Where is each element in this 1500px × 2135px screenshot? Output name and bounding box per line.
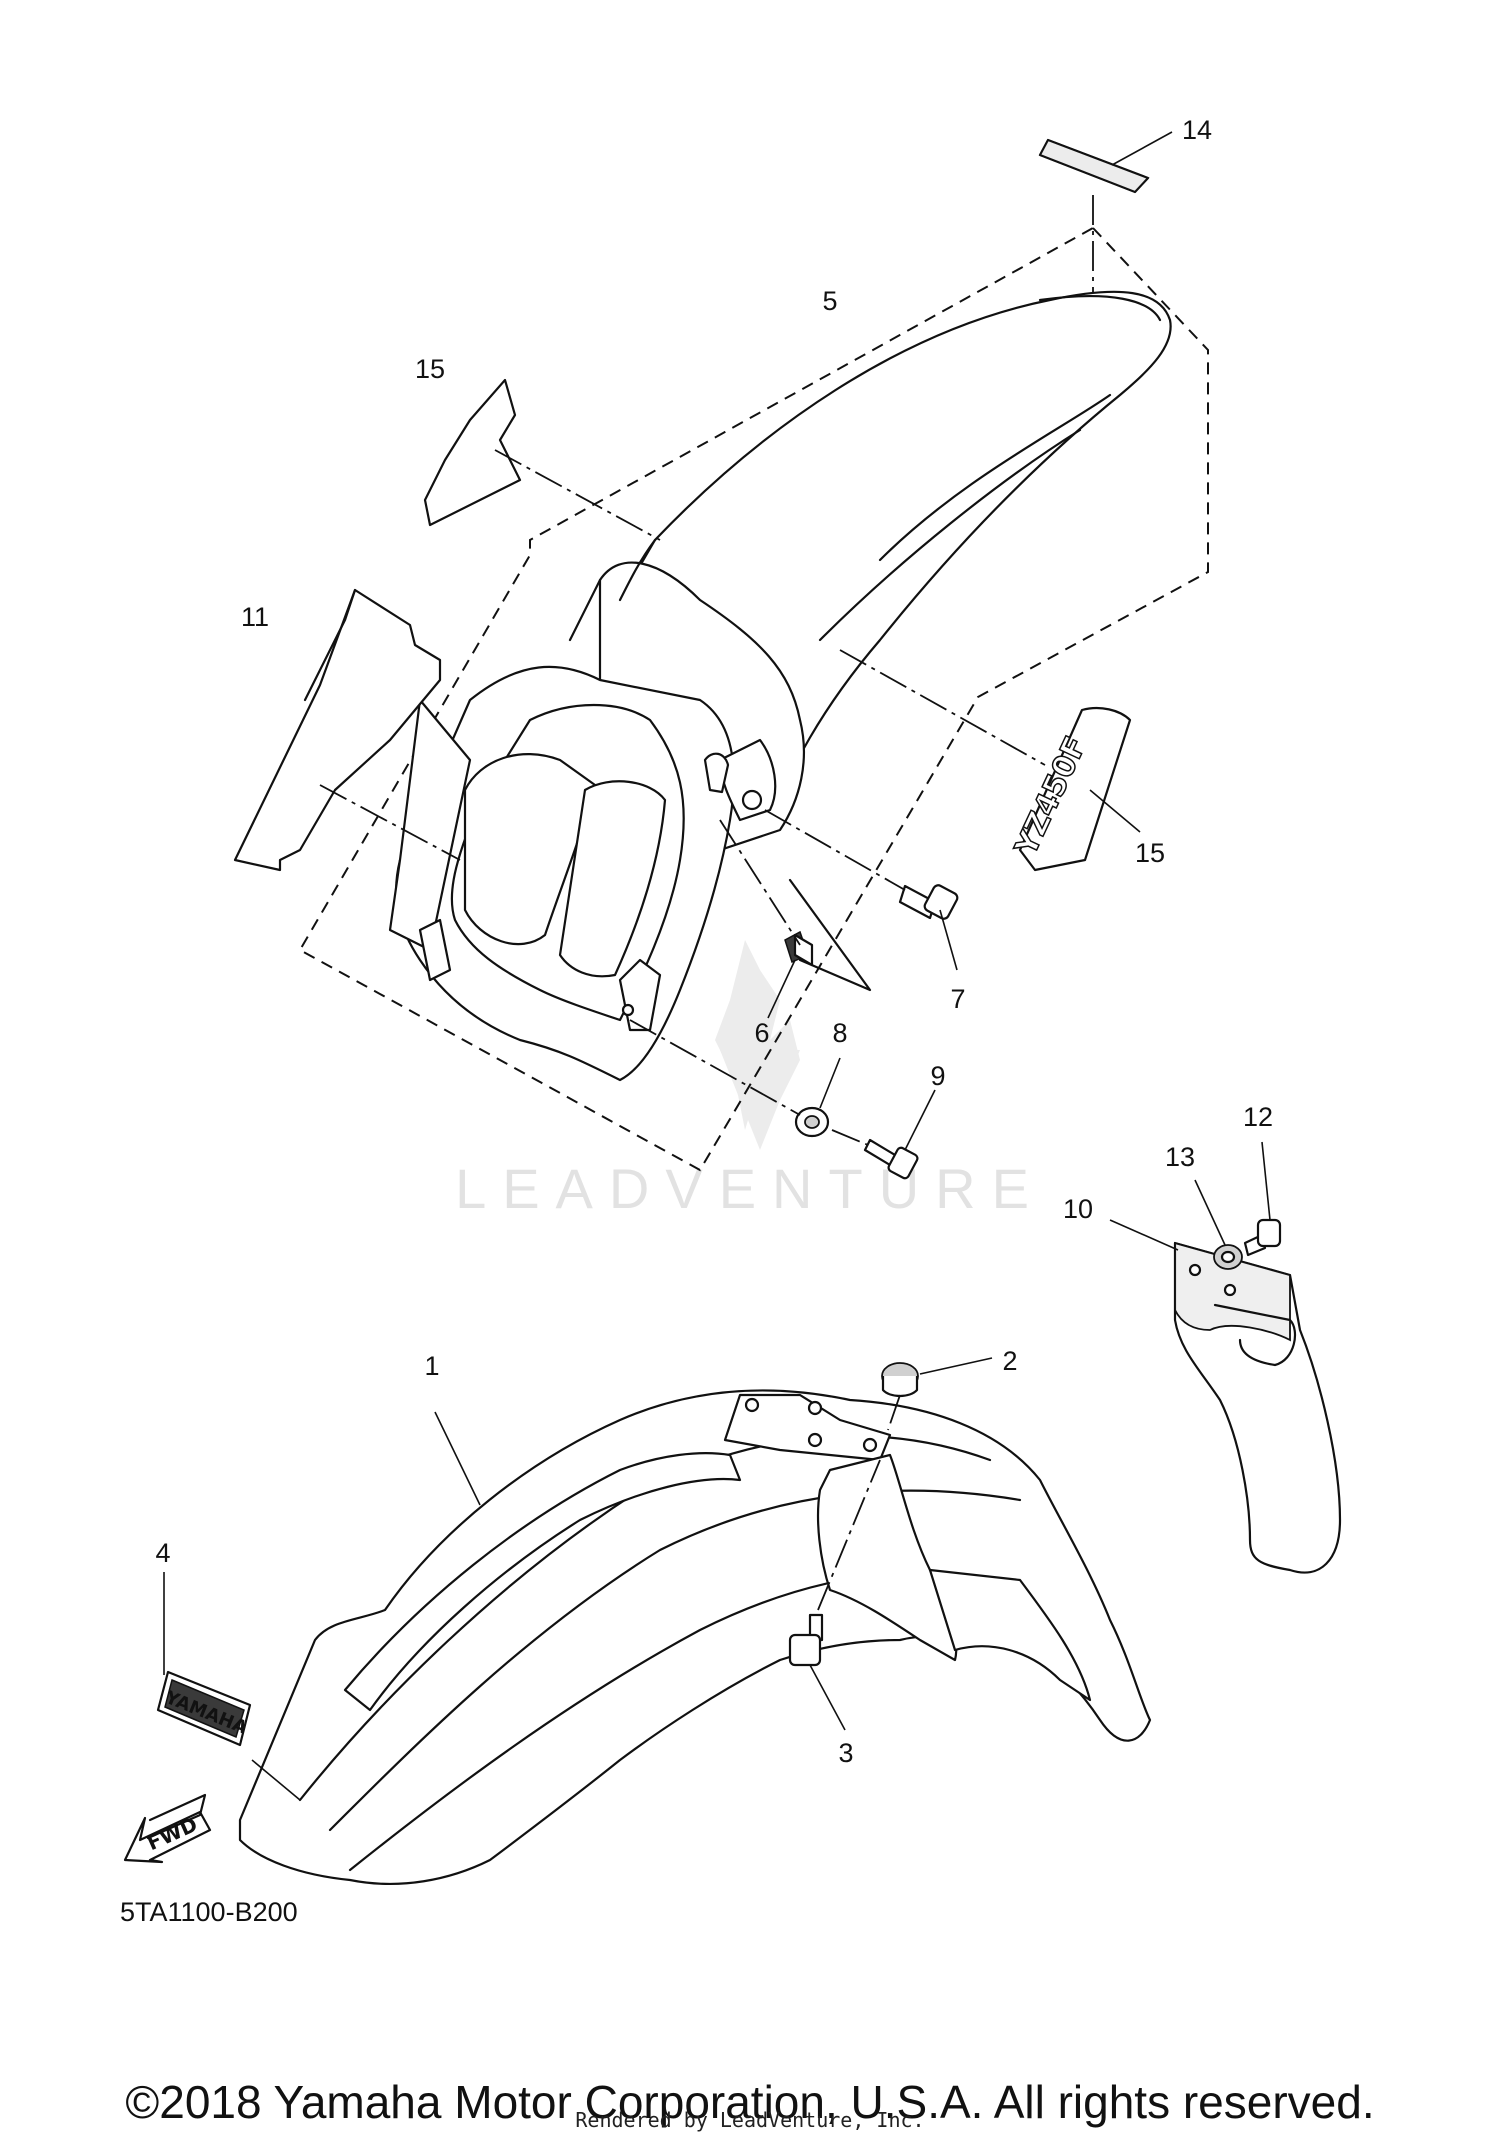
part-13-washer — [1194, 1179, 1243, 1270]
part-9-screw — [831, 1089, 936, 1180]
part-14-label — [1038, 131, 1173, 380]
part-15-decal-left — [423, 378, 661, 541]
part-11-side-cover — [233, 588, 461, 872]
callout-2: 2 — [1002, 1346, 1017, 1376]
callout-5: 5 — [822, 286, 837, 316]
callout-15-right: 15 — [1135, 838, 1165, 868]
part-8-grommet — [629, 1019, 841, 1138]
rendered-by-notice: Rendered by LeadVenture, Inc. — [575, 2108, 925, 2132]
callout-12: 12 — [1243, 1102, 1273, 1132]
part-1-front-fender — [238, 1389, 1152, 1885]
fwd-arrow-icon: FWD — [123, 1793, 212, 1864]
callout-11: 11 — [241, 602, 269, 632]
callout-7: 7 — [950, 984, 965, 1014]
part-2-grommet — [881, 1357, 993, 1431]
callout-1: 1 — [424, 1351, 439, 1381]
callout-6: 6 — [754, 1018, 769, 1048]
copyright-notice: ©2018 Yamaha Motor Corporation, U.S.A. A… — [125, 2076, 1375, 2128]
callout-labels: 14 5 15 11 15 7 6 8 9 12 13 10 1 2 4 3 — [155, 115, 1273, 1768]
part-10-mudflap — [1109, 1219, 1342, 1574]
callout-10: 10 — [1063, 1194, 1093, 1224]
part-12-screw — [1243, 1141, 1282, 1257]
leadventure-watermark: LEADVENTURE — [455, 940, 1045, 1220]
part-7-bolt — [764, 809, 959, 971]
callout-3: 3 — [838, 1738, 853, 1768]
part-5-rear-fender — [388, 290, 1172, 1082]
callout-4: 4 — [155, 1538, 170, 1568]
diagram-code: 5TA1100-B200 — [120, 1897, 298, 1927]
part-3-bolt — [788, 1459, 881, 1731]
part-6-nut — [719, 819, 872, 1019]
watermark-text: LEADVENTURE — [455, 1157, 1045, 1220]
callout-15-left: 15 — [415, 354, 445, 384]
rear-fender-assembly-outline — [298, 226, 1209, 1172]
callout-9: 9 — [930, 1061, 945, 1091]
callout-14: 14 — [1182, 115, 1212, 145]
callout-8: 8 — [832, 1018, 847, 1048]
part-15-yz450-decal: YZ450F — [839, 649, 1141, 872]
callout-13: 13 — [1165, 1142, 1195, 1172]
